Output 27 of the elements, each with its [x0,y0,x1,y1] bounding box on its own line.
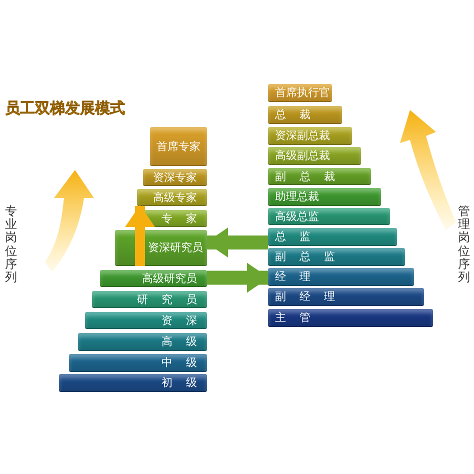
rank-bar: 总 监 [268,228,397,246]
rank-bar: 研 究 员 [92,291,207,308]
rank-bar: 高级专家 [137,189,207,206]
rank-bar: 资深副总裁 [268,127,352,145]
rank-bar: 首席专家 [150,127,207,166]
rank-bar: 高级副总裁 [268,147,361,165]
arrow [207,262,269,293]
rank-bar: 经 理 [268,268,414,286]
rank-bar: 资深专家 [143,169,207,186]
rank-bar: 首席执行官 [268,84,332,102]
rank-bar: 资 深 [85,312,207,329]
axis-label: 管理岗位序列 [458,205,470,284]
axis-label: 专业岗位序列 [5,205,17,284]
title: 员工双梯发展模式 [5,99,125,118]
arrow [125,205,155,266]
rank-bar: 总 裁 [268,106,342,124]
rank-bar: 高级研究员 [100,270,207,287]
rank-bar: 初 级 [59,374,207,392]
rank-bar: 主 管 [268,309,433,327]
rank-bar: 助理总裁 [268,188,381,206]
rank-bar: 副 总 裁 [268,168,371,185]
rank-bar: 高级总监 [268,208,390,225]
rank-bar: 副 总 监 [268,248,405,266]
arrow [206,228,268,258]
rank-bar: 高 级 [78,333,207,351]
rank-bar: 副 经 理 [268,288,424,306]
rank-bar: 中 级 [69,354,207,372]
